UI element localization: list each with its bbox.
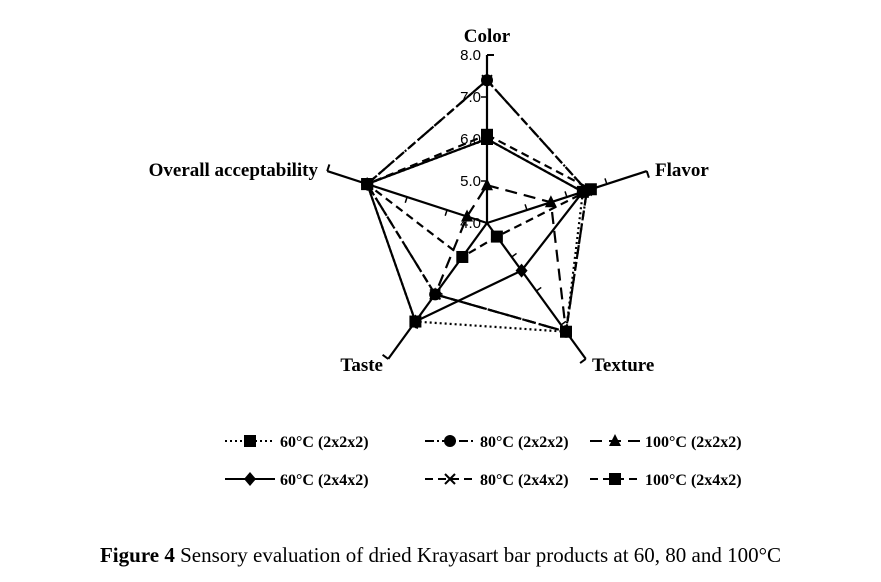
figure-caption: Figure 4 Sensory evaluation of dried Kra…: [0, 543, 881, 568]
axis-label: Color: [464, 26, 511, 47]
legend-marker: [244, 472, 256, 486]
legend-label: 60°C (2x2x2): [280, 434, 369, 451]
data-point-5: [456, 250, 469, 263]
tick-label: 8.0: [460, 47, 481, 64]
data-point-5: [481, 128, 493, 141]
axis-tick: [404, 196, 408, 203]
data-point-5: [584, 183, 597, 196]
legend-label: 100°C (2x4x2): [645, 472, 742, 489]
axis-tick: [535, 286, 542, 292]
legend-marker: [444, 473, 456, 485]
data-point-2: [544, 195, 557, 208]
tick-label: 5.0: [460, 173, 481, 190]
axis-tick: [604, 178, 608, 185]
data-point-2: [461, 209, 474, 222]
radar-chart: 4.05.06.07.08.0ColorFlavorTextureTasteOv…: [149, 26, 742, 489]
axis-tick: [444, 209, 448, 216]
data-point-2: [481, 178, 493, 191]
axis-tick: [524, 204, 528, 211]
axis-end-hook: [645, 170, 650, 179]
axis-label: Taste: [340, 355, 383, 376]
data-point-5: [361, 178, 374, 191]
axis-end-hook: [382, 353, 389, 360]
axis-tick: [564, 191, 568, 198]
series-line-2: [433, 183, 568, 334]
caption-label: Figure 4: [99, 543, 175, 567]
data-point-4: [429, 288, 441, 301]
data-point-4: [481, 74, 493, 86]
data-point-3: [409, 314, 422, 329]
legend-marker: [609, 434, 621, 446]
axis-end-hook: [326, 164, 331, 172]
data-point-4: [560, 326, 572, 338]
legend-marker: [609, 473, 621, 485]
axis-tick: [560, 320, 567, 326]
series-line-4: [365, 78, 589, 334]
legend-label: 60°C (2x4x2): [280, 472, 369, 489]
data-point-5: [490, 230, 503, 243]
axis-label: Overall acceptability: [149, 160, 319, 181]
tick-label: 7.0: [460, 89, 481, 106]
legend-marker: [244, 435, 256, 447]
legend-marker: [444, 435, 456, 447]
series-line-5: [364, 133, 594, 259]
axis-label: Texture: [592, 355, 654, 376]
axis-label: Flavor: [655, 160, 709, 181]
legend-label: 80°C (2x4x2): [480, 472, 569, 489]
axis-end-hook: [579, 358, 587, 364]
caption-text: Sensory evaluation of dried Krayasart ba…: [174, 543, 782, 567]
axis-tick: [511, 252, 517, 258]
legend-label: 100°C (2x2x2): [645, 434, 742, 451]
legend-label: 80°C (2x2x2): [480, 434, 569, 451]
data-point-3: [515, 263, 528, 278]
